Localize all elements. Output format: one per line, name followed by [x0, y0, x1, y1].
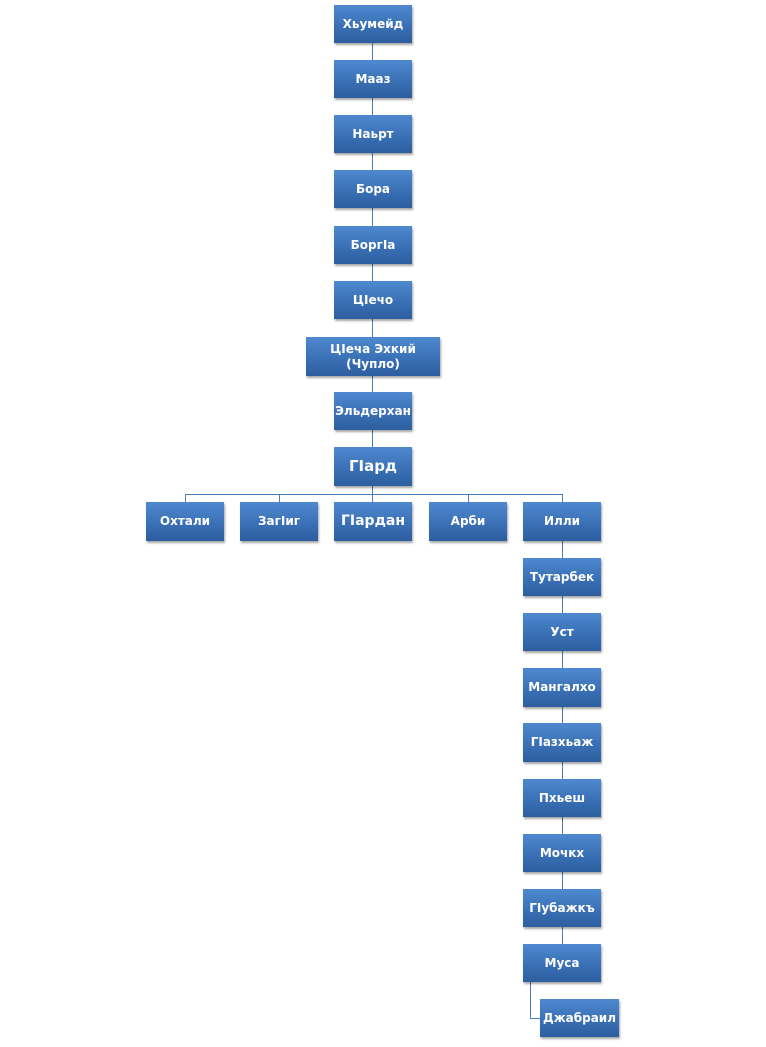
node-gazkhazh: ГIазхьаж — [523, 723, 601, 762]
connector-line — [562, 494, 563, 502]
connector-line — [468, 494, 469, 502]
node-arbi: Арби — [429, 502, 507, 541]
node-pkhesh: Пхьеш — [523, 779, 601, 817]
node-mochkh: Мочкх — [523, 834, 601, 872]
node-dzhabrail: Джабраил — [540, 999, 619, 1037]
node-checho: ЦIечо — [334, 281, 412, 319]
node-borga: БоргIа — [334, 226, 412, 264]
node-bora: Бора — [334, 170, 412, 208]
connector-line — [279, 494, 280, 502]
node-gard: ГIард — [334, 447, 412, 486]
node-nart: Наьрт — [334, 115, 412, 153]
node-zagig: ЗагIиг — [240, 502, 318, 541]
node-elderkhan: Эльдерхан — [334, 392, 412, 430]
node-gubazhk: ГIубажкъ — [523, 889, 601, 927]
node-khumeid: Хьумейд — [334, 5, 412, 43]
connector-line — [530, 982, 531, 1019]
connector-line — [185, 494, 562, 495]
connector-line — [185, 494, 186, 502]
node-musa: Муса — [523, 944, 601, 982]
node-illi: Илли — [523, 502, 601, 541]
node-okhtali: Охтали — [146, 502, 224, 541]
node-checha-ekhkiy: ЦIеча Эхкий (Чупло) — [306, 337, 440, 376]
connector-line — [530, 1018, 540, 1019]
node-mangalkho: Мангалхо — [523, 668, 601, 707]
node-gardan: ГIардан — [334, 502, 412, 541]
node-tutarbek: Тутарбек — [523, 558, 601, 596]
node-ust: Уст — [523, 613, 601, 651]
node-maaz: Маaз — [334, 60, 412, 98]
